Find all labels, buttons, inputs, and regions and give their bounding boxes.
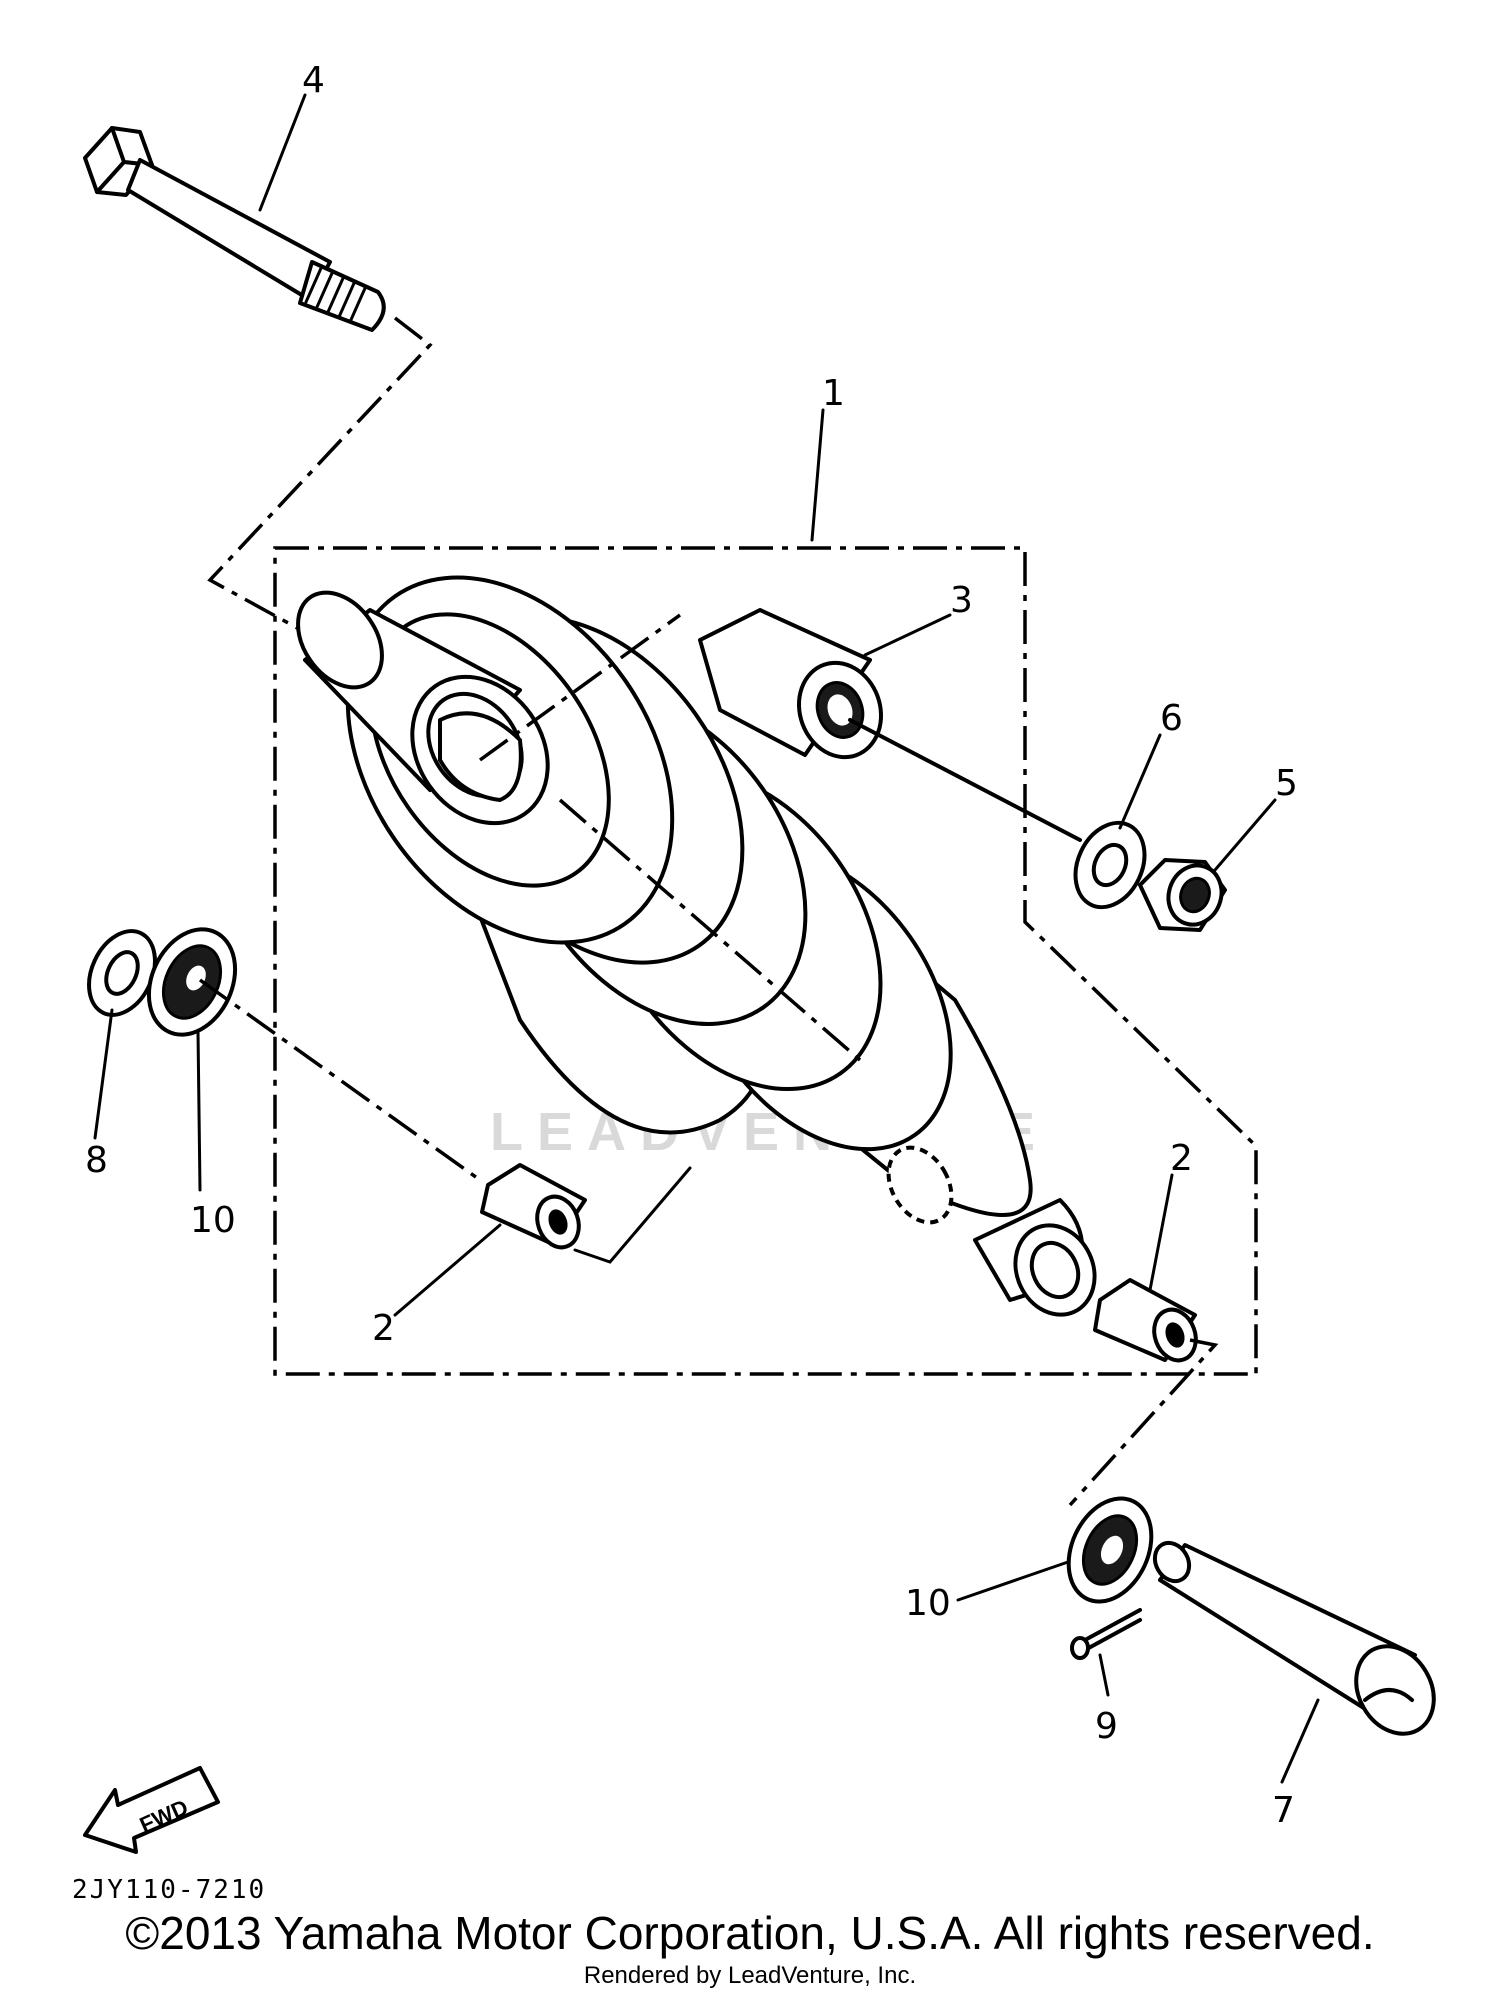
lower-eye-centerline <box>1068 1338 1219 1507</box>
collar-2-left-line <box>573 1166 692 1264</box>
fwd-arrow: FWD <box>83 1766 220 1854</box>
upper-eye-centerline <box>478 613 862 1062</box>
leader-lines <box>93 93 1320 1784</box>
callout-2-right: 2 <box>1170 1138 1193 1179</box>
callout-9: 9 <box>1095 1706 1118 1747</box>
callout-10-right: 10 <box>905 1583 951 1624</box>
callout-1: 1 <box>822 373 845 414</box>
dust-seal-10-left <box>146 927 238 1037</box>
rendered-by-credit: Rendered by LeadVenture, Inc. <box>583 1962 917 1989</box>
collar-3 <box>698 608 884 760</box>
copyright-notice: ©2013 Yamaha Motor Corporation, U.S.A. A… <box>125 1907 1375 1959</box>
pin-7 <box>1152 1540 1436 1736</box>
washer-8 <box>87 929 157 1017</box>
callout-labels: 4 1 3 6 5 2 2 8 10 10 9 7 <box>85 60 1298 1831</box>
collar-3-centerline <box>848 718 1082 842</box>
callout-7: 7 <box>1272 1790 1295 1831</box>
callout-10-left: 10 <box>190 1200 236 1241</box>
callout-3: 3 <box>950 580 973 621</box>
shock-absorber-1 <box>296 575 1097 1317</box>
left-seal-centerline <box>198 978 482 1182</box>
diagram-code: 2JY110-7210 <box>72 1875 266 1905</box>
callout-6: 6 <box>1160 698 1183 739</box>
washer-6 <box>1073 820 1147 910</box>
callout-2-left: 2 <box>372 1308 395 1349</box>
collar-2-left <box>480 1163 587 1250</box>
dust-seal-10-right <box>1066 1496 1154 1604</box>
assembly-1-boundary <box>273 546 1258 1376</box>
callout-8: 8 <box>85 1140 108 1181</box>
cotter-pin-9 <box>1070 1608 1142 1660</box>
callout-4: 4 <box>302 60 325 101</box>
collar-2-right <box>1093 1278 1198 1363</box>
callout-5: 5 <box>1275 763 1298 804</box>
bolt-4-centerline <box>207 316 433 637</box>
nut-5 <box>1138 858 1227 932</box>
bolt-4 <box>83 126 386 332</box>
